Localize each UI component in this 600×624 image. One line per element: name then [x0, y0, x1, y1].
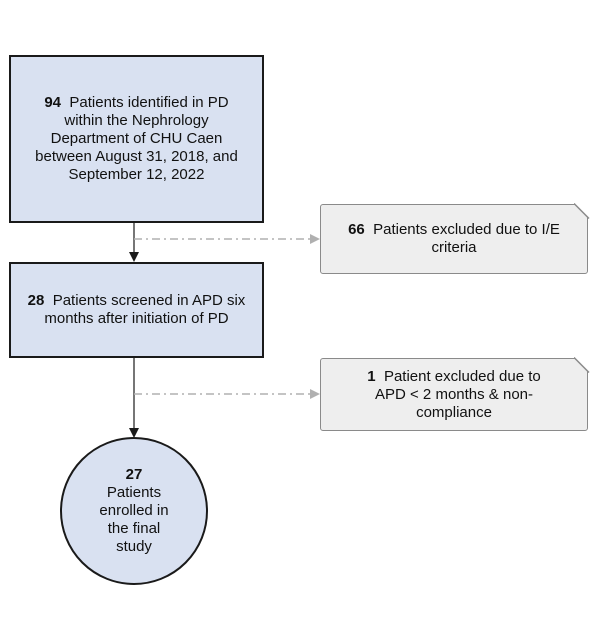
identified-text: Patients identified in PD within the Nep… — [35, 94, 238, 183]
identified-box: 94 Patients identified in PD within the … — [9, 55, 264, 223]
excluded-ie-count: 66 — [348, 221, 365, 238]
enrolled-text: Patients enrolled in the final study — [99, 484, 169, 555]
identified-count: 94 — [44, 94, 62, 111]
excluded-apd-count: 1 — [367, 367, 376, 385]
excluded-ie-box: 66 Patients excluded due to I/E criteria — [320, 204, 588, 274]
screened-text: Patients screened in APD six months afte… — [44, 292, 246, 327]
screened-count: 28 — [27, 292, 45, 309]
excluded-apd-box: 1 Patient excluded due to APD < 2 months… — [320, 358, 588, 431]
enrolled-count: 27 — [125, 466, 143, 483]
screened-box: 28 Patients screened in APD six months a… — [9, 262, 264, 358]
excluded-ie-corner-fold — [574, 203, 590, 219]
excluded-apd-corner-fold — [574, 357, 590, 373]
excluded-ie-text: Patients excluded due to I/E criteria — [373, 221, 560, 256]
identified-label: 94 Patients identified in PD within the … — [27, 94, 246, 184]
excluded-apd-text: Patient excluded due to APD < 2 months &… — [375, 367, 541, 421]
excluded-apd-label: 1 Patient excluded due to APD < 2 months… — [365, 368, 543, 422]
screened-label: 28 Patients screened in APD six months a… — [25, 292, 248, 328]
excluded-ie-label: 66 Patients excluded due to I/E criteria — [345, 221, 563, 257]
